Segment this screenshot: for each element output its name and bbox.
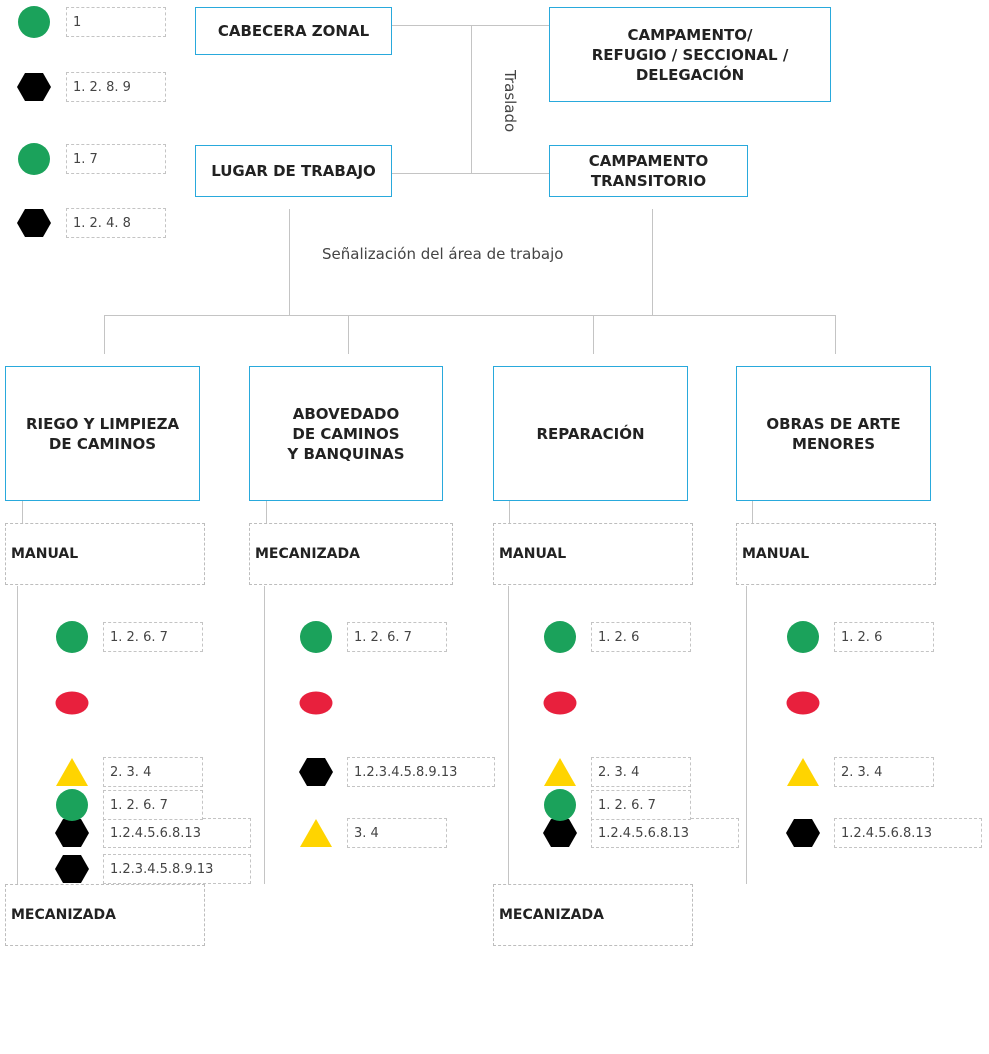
item-code: 2. 3. 4	[834, 757, 934, 787]
connector-line	[17, 586, 18, 884]
item-code: 2. 3. 4	[103, 757, 203, 787]
column-title-box: OBRAS DE ARTE MENORES	[736, 366, 931, 501]
hexagon-icon	[298, 757, 334, 787]
hexagon-icon	[54, 854, 90, 884]
connector-line	[391, 25, 550, 26]
connector-line	[508, 586, 509, 884]
item-code: 1.2.3.4.5.8.9.13	[347, 757, 495, 787]
circle-icon	[543, 620, 577, 654]
section-label: MECANIZADA	[249, 523, 453, 585]
connector-line	[509, 501, 510, 523]
item-code: 1.2.4.5.6.8.13	[834, 818, 982, 848]
item-code: 1.2.4.5.6.8.13	[591, 818, 739, 848]
item-code: 1. 2. 6. 7	[347, 622, 447, 652]
hexagon-icon	[542, 818, 578, 848]
item-code: 1.2.3.4.5.8.9.13	[103, 854, 251, 884]
connector-line	[266, 501, 267, 523]
legend-hexagon-icon	[16, 208, 52, 238]
connector-line	[835, 315, 836, 354]
column-title-box: ABOVEDADO DE CAMINOS Y BANQUINAS	[249, 366, 443, 501]
hexagon-icon	[785, 818, 821, 848]
section-label: MANUAL	[5, 523, 205, 585]
circle-icon	[299, 620, 333, 654]
campamento-transitorio-box: CAMPAMENTO TRANSITORIO	[549, 145, 748, 197]
ellipse-icon	[299, 691, 333, 715]
legend-circle-icon	[17, 5, 51, 39]
lugar-de-trabajo-box: LUGAR DE TRABAJO	[195, 145, 392, 197]
connector-line	[471, 25, 472, 173]
legend-hexagon-icon	[16, 72, 52, 102]
connector-line	[391, 173, 550, 174]
triangle-icon	[299, 818, 333, 848]
circle-icon	[543, 788, 577, 822]
ellipse-icon	[786, 691, 820, 715]
legend-circle-icon	[17, 142, 51, 176]
connector-line	[264, 586, 265, 884]
item-code: 1. 2. 6	[834, 622, 934, 652]
hexagon-icon	[54, 818, 90, 848]
item-code: 1. 2. 6. 7	[103, 622, 203, 652]
circle-icon	[786, 620, 820, 654]
item-code: 1. 2. 6. 7	[591, 790, 691, 820]
triangle-icon	[786, 757, 820, 787]
ellipse-icon	[55, 691, 89, 715]
campamento-refugio-box: CAMPAMENTO/ REFUGIO / SECCIONAL / DELEGA…	[549, 7, 831, 102]
legend-code: 1. 7	[66, 144, 166, 174]
section-label: MANUAL	[736, 523, 936, 585]
item-code: 3. 4	[347, 818, 447, 848]
connector-line	[752, 501, 753, 523]
triangle-icon	[543, 757, 577, 787]
column-title-box: REPARACIÓN	[493, 366, 688, 501]
item-code: 1. 2. 6	[591, 622, 691, 652]
traslado-label: Traslado	[501, 70, 519, 133]
item-code: 1.2.4.5.6.8.13	[103, 818, 251, 848]
item-code: 1. 2. 6. 7	[103, 790, 203, 820]
connector-line	[22, 501, 23, 523]
legend-code: 1	[66, 7, 166, 37]
connector-line	[348, 315, 349, 354]
ellipse-icon	[543, 691, 577, 715]
legend-code: 1. 2. 4. 8	[66, 208, 166, 238]
connector-line	[289, 209, 290, 315]
triangle-icon	[55, 757, 89, 787]
section-label: MECANIZADA	[5, 884, 205, 946]
section-label: MECANIZADA	[493, 884, 693, 946]
circle-icon	[55, 788, 89, 822]
connector-line	[652, 209, 653, 315]
cabecera-zonal-box: CABECERA ZONAL	[195, 7, 392, 55]
connector-line	[104, 315, 836, 316]
circle-icon	[55, 620, 89, 654]
senalizacion-label: Señalización del área de trabajo	[322, 245, 564, 263]
section-label: MANUAL	[493, 523, 693, 585]
connector-line	[593, 315, 594, 354]
connector-line	[104, 315, 105, 354]
item-code: 2. 3. 4	[591, 757, 691, 787]
connector-line	[746, 586, 747, 884]
legend-code: 1. 2. 8. 9	[66, 72, 166, 102]
column-title-box: RIEGO Y LIMPIEZA DE CAMINOS	[5, 366, 200, 501]
